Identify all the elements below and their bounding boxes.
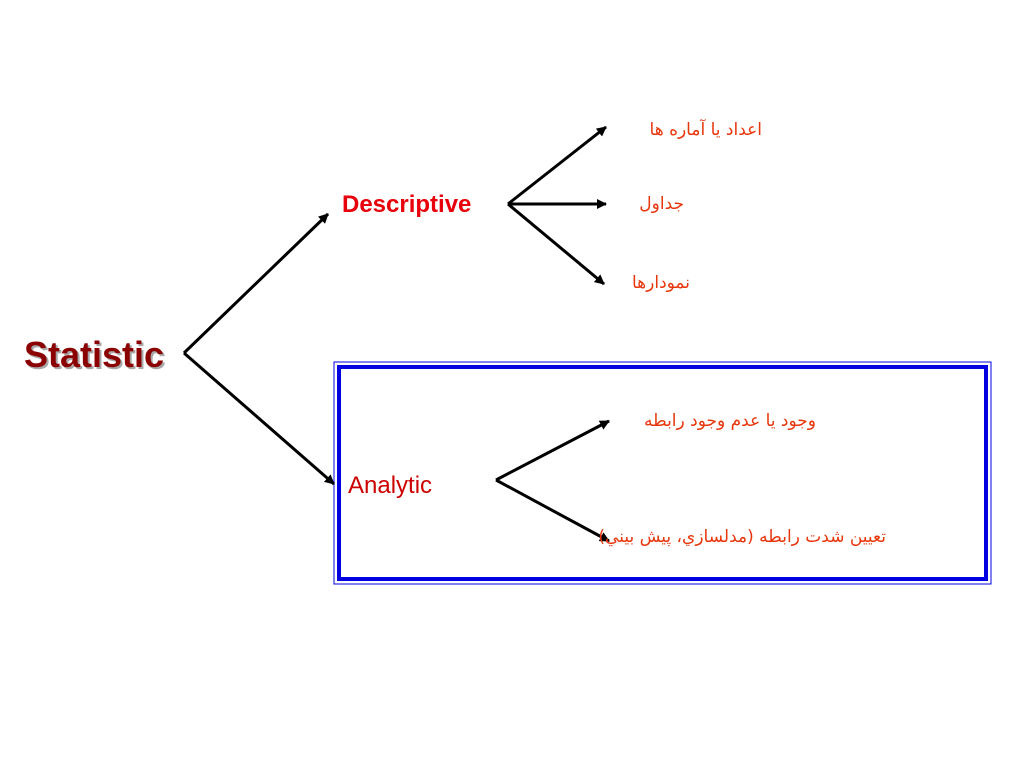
branch-node-descriptive: Descriptive: [342, 191, 472, 218]
branch-node-analytic: Analytic: [348, 472, 433, 499]
root-node-statistic: Statistic: [24, 334, 165, 375]
arrow-root-to-analytic: [183, 351, 335, 486]
arrow-descriptive-to-leaf-3: [507, 202, 605, 286]
leaf-node-relationship-strength: تعيين شدت رابطه (مدلسازي، پيش بيني): [598, 527, 886, 547]
analytic-connectors: [495, 419, 610, 543]
leaf-node-tables: جداول: [639, 194, 684, 214]
leaf-node-relationship-existence: وجود يا عدم وجود رابطه: [644, 411, 816, 431]
arrow-analytic-to-leaf-1: [495, 419, 610, 482]
leaf-node-figures-statistics: اعداد يا آماره ها: [649, 120, 762, 140]
descriptive-connectors: [507, 125, 607, 286]
root-connectors: [182, 212, 335, 486]
leaf-node-charts: نمودارها: [632, 273, 690, 293]
arrow-root-to-descriptive: [182, 212, 330, 355]
arrow-descriptive-to-leaf-1: [507, 125, 607, 206]
arrow-analytic-to-leaf-2: [495, 478, 610, 543]
analytic-frame: [333, 361, 992, 585]
